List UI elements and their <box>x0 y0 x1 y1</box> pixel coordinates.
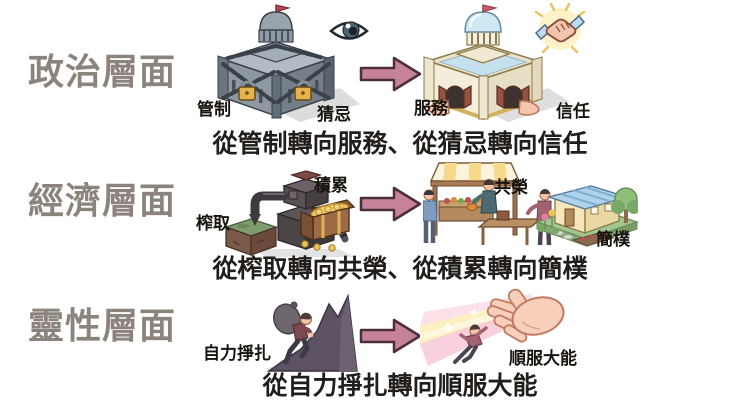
right-arrow-icon <box>358 184 424 224</box>
extraction-pipe <box>249 191 289 226</box>
great-hand <box>486 288 565 343</box>
illustration-extraction-machine <box>221 157 361 259</box>
tag-self-struggle: 自力掙扎 <box>203 344 271 363</box>
illustration-market-and-house <box>423 157 638 260</box>
tag-coprosperity: 共榮 <box>494 178 528 197</box>
dome <box>259 11 293 31</box>
illustration-divine-hand <box>418 282 568 377</box>
building-shadow <box>276 88 360 122</box>
illustration-government-chained <box>208 2 373 127</box>
tree <box>611 187 638 223</box>
handshake-icon <box>534 2 586 54</box>
tag-service: 服務 <box>414 99 448 118</box>
open-door-left <box>428 84 472 116</box>
illustration-government-open <box>408 2 593 127</box>
customer-person <box>423 189 438 243</box>
flag-icon <box>482 4 498 13</box>
vendor-person <box>466 179 498 214</box>
flag-icon <box>275 4 291 13</box>
tag-simplicity: 簡樸 <box>596 230 630 249</box>
floating-person <box>453 324 488 364</box>
tag-trust: 信任 <box>556 102 590 121</box>
eye-icon <box>329 21 369 40</box>
garden <box>538 209 615 247</box>
welcoming-hand <box>428 100 450 116</box>
section-label-economic: 經濟層面 <box>28 180 177 221</box>
produce <box>444 197 485 204</box>
tag-control: 管制 <box>197 100 231 119</box>
caption-political: 從管制轉向服務、從猜忌轉向信任 <box>212 130 588 158</box>
simple-house <box>534 185 638 247</box>
illustration-struggling-climber <box>241 283 361 373</box>
tag-extraction: 榨取 <box>196 214 230 233</box>
section-label-spiritual: 靈性層面 <box>28 305 177 346</box>
right-arrow-icon <box>358 54 424 94</box>
earth-block <box>223 218 279 256</box>
right-arrow-icon <box>358 316 424 356</box>
tag-suspicion: 猜忌 <box>317 105 351 124</box>
mountain-facet <box>339 296 357 371</box>
caption-economic: 從榨取轉向共榮、從積累轉向簡樸 <box>212 255 588 283</box>
section-label-political: 政治層面 <box>28 51 177 92</box>
padlock-icon <box>294 80 312 101</box>
tag-surrender-power: 順服大能 <box>509 349 577 368</box>
machine-shadow <box>251 249 355 257</box>
welcoming-hand <box>518 100 540 116</box>
caption-spiritual: 從自力掙扎轉向順服大能 <box>262 372 538 400</box>
open-door-right <box>496 84 540 116</box>
treasure-chest <box>300 199 356 252</box>
climber-person <box>273 301 314 365</box>
tag-accumulation: 積累 <box>314 176 348 195</box>
padlock-icon <box>238 80 256 101</box>
